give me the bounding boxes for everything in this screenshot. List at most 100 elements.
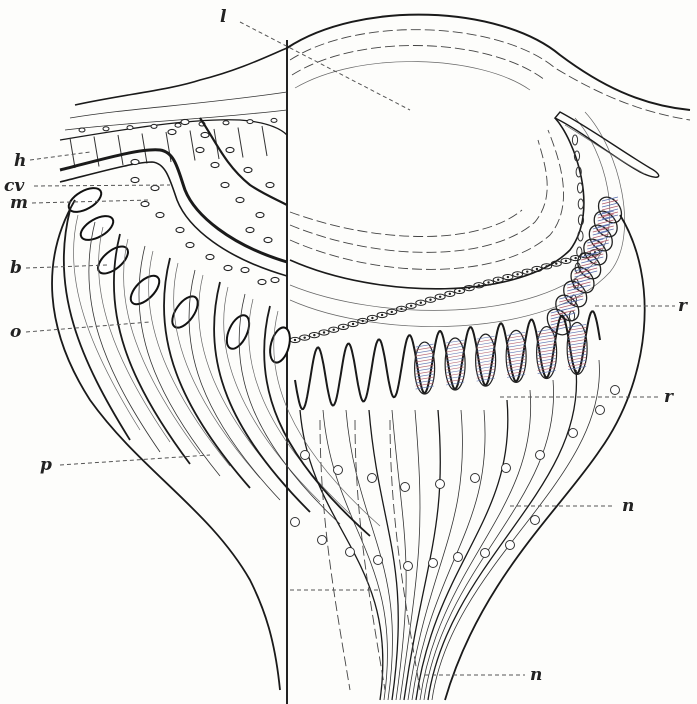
hatch-stroke [446,349,464,352]
nerve-fibre [404,410,440,700]
nucleus-dot [346,548,355,557]
nucleus-dot [141,201,149,206]
hatched-lobe [585,221,617,255]
nucleus-dot [368,474,377,483]
label-r1: r [678,296,688,316]
nucleus-dot [471,474,480,483]
bead-nucleus [555,262,557,264]
nucleus-dot [201,132,209,137]
nerve-fibre [432,360,599,700]
h-cell-nucleus [247,120,253,124]
nucleus-dot [271,277,279,282]
nucleus-dot [236,197,244,202]
bead-nucleus [362,320,364,322]
nucleus-dot [502,464,511,473]
bead-nucleus [487,281,489,283]
nucleus-dot [318,536,327,545]
nucleus-dot [374,556,383,565]
nucleus-dot [611,386,620,395]
nucleus-dot [131,159,139,164]
label-r2: r [664,387,674,407]
bead-nucleus [294,339,296,341]
leader-cv [34,185,170,186]
hatch-stroke [538,365,556,368]
bead [577,183,582,193]
hatch-stroke [568,336,586,339]
bead-nucleus [449,293,451,295]
hatch-stroke [416,353,434,356]
label-o: o [10,322,21,342]
nucleus-dot [301,451,310,460]
outer-cell-fibre [164,258,250,488]
bead-nucleus [303,336,305,338]
leader-b [26,265,108,268]
label-n1: n [622,496,634,516]
nucleus-dot [291,518,300,527]
h-cell-nucleus [223,121,229,125]
cup-inner-4 [290,210,522,237]
cup-inner-2 [290,130,564,269]
nucleus-dot [221,182,229,187]
oval-cell [167,292,202,332]
dome-line-4 [295,62,530,90]
cup-inner-1 [290,118,584,289]
bead-row [290,135,600,343]
nerve-fibre [400,410,420,700]
outer-cell-fibre [189,270,280,500]
cup-inner-3 [290,140,547,252]
label-n2: n [530,665,542,685]
bead-nucleus [565,260,567,262]
hatch-stroke [568,330,586,333]
h-column-line [190,131,195,161]
oval-cell [267,325,294,364]
bead-nucleus [478,284,480,286]
bead-nucleus [342,326,344,328]
cup-outer-2 [290,112,625,327]
bead-nucleus [323,331,325,333]
bead-nucleus [574,257,576,259]
nucleus-dot [256,212,264,217]
bead [578,199,583,209]
hatch-stroke [477,375,495,378]
dashed-fibre [390,420,420,690]
nucleus-dot [436,480,445,489]
h-cell-nucleus [151,124,157,128]
left-top-band-2 [70,92,287,118]
nucleus-dot [429,559,438,568]
bead-nucleus [458,290,460,292]
h-cell-nucleus [127,126,133,130]
hatched-lobe [566,263,598,297]
bead-nucleus [410,305,412,307]
nucleus-dot [226,147,234,152]
nucleus-dot [531,516,540,525]
oval-cell [77,211,117,245]
bead-nucleus [400,308,402,310]
nucleus-dot [401,483,410,492]
nerve-fibre [369,410,398,700]
dome-outer [287,15,690,110]
hatch-stroke [477,351,495,354]
hatch-stroke [538,335,556,338]
hatch-stroke [446,346,464,349]
label-h: h [14,151,26,171]
bead-nucleus [439,296,441,298]
bead-nucleus [333,329,335,331]
label-b: b [10,258,22,278]
nucleus-dot [536,451,545,460]
cup-outer-1 [290,118,610,310]
hatch-stroke [477,345,495,348]
hatch-stroke [568,360,586,363]
outer-cell-fibre-inner [149,251,230,466]
outer-cell-fibre [114,234,190,464]
nucleus-dot [404,562,413,571]
nucleus-dot [258,279,266,284]
bead-nucleus [536,268,538,270]
h-cell-nucleus [79,128,85,132]
nucleus-dot [569,429,578,438]
hatch-stroke [416,356,434,359]
hatch-stroke [538,338,556,341]
hatch-stroke [507,344,525,347]
nucleus-dot [168,129,176,134]
bead-nucleus [381,314,383,316]
label-l: l [220,7,227,27]
